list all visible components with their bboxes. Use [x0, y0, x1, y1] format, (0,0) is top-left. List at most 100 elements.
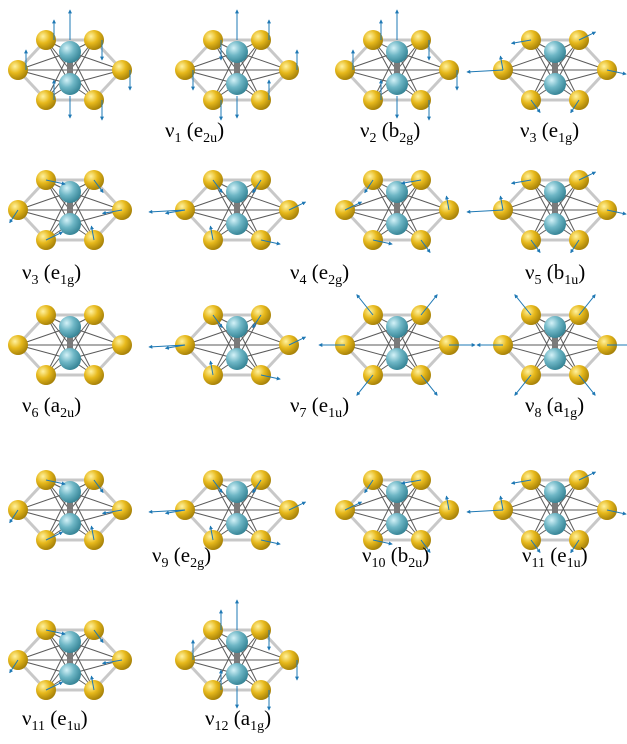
cyan-atom	[386, 513, 408, 535]
gold-atom	[251, 30, 271, 50]
gold-atom	[335, 60, 355, 80]
irrep-subscript: 1g	[558, 131, 573, 146]
displacement-vector	[260, 239, 281, 246]
displacement-vector	[514, 374, 532, 396]
mode-symbol: ν	[525, 393, 535, 417]
gold-atom	[112, 335, 132, 355]
paren-open: (	[385, 543, 398, 567]
displacement-vector	[510, 479, 532, 485]
paren-open: (	[541, 260, 554, 284]
displacement-vector	[93, 479, 104, 494]
displacement-vector	[101, 509, 123, 515]
cyan-atom	[59, 73, 81, 95]
displacement-vector	[252, 179, 262, 194]
mode-index: 1	[174, 131, 182, 146]
molecule-16	[466, 470, 627, 554]
mode-index: 10	[371, 556, 386, 571]
displacement-vector	[101, 659, 123, 665]
paren-open: (	[44, 706, 58, 730]
displacement-vector	[372, 539, 393, 546]
displacement-vector	[578, 31, 597, 41]
mode-index: 4	[299, 273, 307, 288]
gold-atom	[36, 90, 56, 110]
mode-symbol: ν	[205, 706, 215, 730]
displacement-vector	[400, 479, 422, 485]
gold-atom	[112, 60, 132, 80]
gold-atom	[363, 30, 383, 50]
displacement-vector	[45, 179, 66, 186]
displacement-vector	[445, 495, 450, 511]
cyan-atom	[386, 213, 408, 235]
cyan-atom	[226, 663, 248, 685]
mode-label: ν9 (e2g)	[152, 545, 211, 571]
paren-close: )	[74, 260, 82, 284]
paren-close: )	[578, 260, 586, 284]
displacement-vector	[90, 525, 95, 541]
displacement-vector	[45, 629, 66, 636]
mode-label: ν11 (e1u)	[22, 708, 88, 734]
cyan-atom	[226, 181, 248, 203]
displacement-vector	[209, 360, 214, 376]
irrep-subscript: 1g	[563, 406, 578, 421]
irrep-subscript: 2u	[203, 131, 218, 146]
cyan-atom	[386, 181, 408, 203]
displacement-vector	[344, 501, 363, 511]
cyan-atom	[226, 213, 248, 235]
paren-open: (	[306, 260, 319, 284]
mode-label: ν1 (e2u)	[165, 120, 224, 146]
irrep-letter: e	[318, 260, 329, 284]
paren-open: (	[541, 393, 554, 417]
mode-index: 11	[31, 719, 45, 734]
displacement-vector	[420, 539, 431, 554]
displacement-vector	[101, 209, 123, 215]
gold-atom	[84, 305, 104, 325]
paren-close: )	[342, 393, 350, 417]
displacement-vector	[466, 209, 504, 214]
irrep-letter: a	[553, 393, 564, 417]
gold-atom	[411, 30, 431, 50]
displacement-vector	[420, 239, 431, 254]
mode-symbol: ν	[22, 393, 32, 417]
gold-atom	[251, 90, 271, 110]
displacement-vector	[45, 231, 64, 241]
mode-label: ν12 (a1g)	[205, 708, 271, 734]
displacement-vector	[578, 294, 596, 316]
cyan-atom	[226, 631, 248, 653]
molecule-7	[335, 170, 459, 254]
paren-open: (	[38, 393, 51, 417]
irrep-subscript: 2g	[190, 556, 205, 571]
mode-symbol: ν	[165, 118, 175, 142]
cyan-atom	[544, 481, 566, 503]
gold-atom	[84, 90, 104, 110]
paren-close: )	[422, 543, 430, 567]
displacement-vector	[209, 525, 214, 541]
paren-open: (	[168, 543, 181, 567]
cyan-atom	[544, 513, 566, 535]
mode-symbol: ν	[152, 543, 162, 567]
mode-index: 2	[369, 131, 377, 146]
molecule-13	[8, 470, 132, 550]
gold-atom	[36, 30, 56, 50]
displacement-vector	[148, 509, 186, 514]
displacement-vector	[499, 55, 504, 71]
mode-label: ν10 (b2u)	[362, 545, 429, 571]
paren-close: )	[74, 393, 82, 417]
displacement-vector	[510, 179, 532, 185]
displacement-vector	[288, 336, 307, 346]
mode-label: ν2 (b2g)	[360, 120, 420, 146]
cyan-atom	[59, 348, 81, 370]
cyan-atom	[386, 481, 408, 503]
irrep-letter: e	[557, 543, 567, 567]
displacement-vector	[209, 225, 214, 241]
mode-index: 9	[161, 556, 169, 571]
displacement-vector	[606, 209, 627, 216]
cyan-atom	[544, 316, 566, 338]
paren-close: )	[572, 118, 580, 142]
displacement-vector	[606, 509, 627, 516]
molecule-6	[148, 170, 307, 250]
cyan-atom	[59, 481, 81, 503]
displacement-vector	[364, 179, 374, 194]
irrep-subscript: 1u	[66, 719, 81, 734]
mode-index: 3	[529, 131, 537, 146]
